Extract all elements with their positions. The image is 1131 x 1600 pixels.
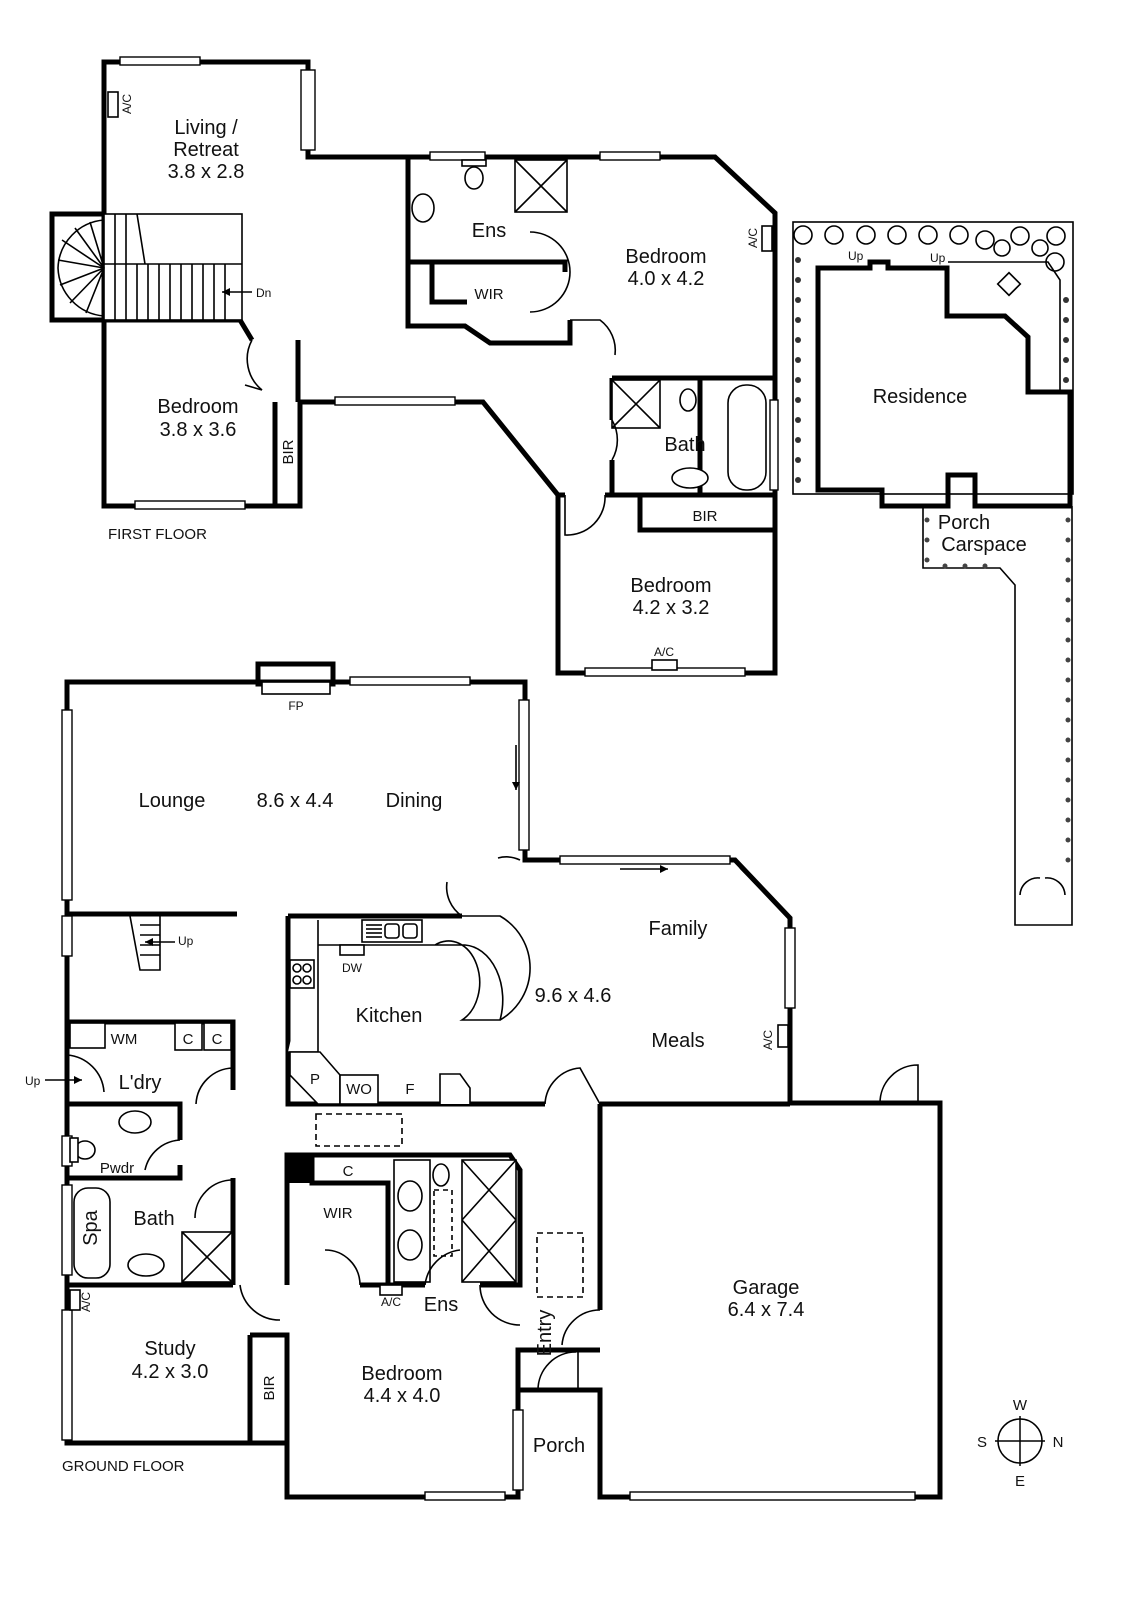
lounge-label: Lounge	[139, 790, 206, 812]
living-label-line2: Retreat	[173, 139, 239, 161]
bedroom2-dimensions: 3.8 x 3.6	[160, 419, 237, 441]
ground-ensuite-label: Ens	[424, 1294, 458, 1316]
spiral-stair-bay	[49, 211, 104, 323]
ground-floor-inner-walls	[67, 911, 790, 1497]
fireplace-label: FP	[288, 699, 303, 713]
bedroom2-label: Bedroom	[157, 396, 238, 418]
ground-porch-label: Porch	[533, 1435, 585, 1457]
residence-outline	[815, 259, 1073, 509]
ac-label-study: A/C	[79, 1292, 93, 1312]
entry-label: Entry	[534, 1310, 556, 1357]
garage-label: Garage	[733, 1277, 800, 1299]
ground-bath-label: Bath	[133, 1208, 174, 1230]
site-up-label-2: Up	[930, 251, 946, 265]
powder-room-label: Pwdr	[100, 1160, 134, 1177]
ground-floor: Lounge 8.6 x 4.4 Dining FP Family 9.6 x …	[25, 661, 943, 1501]
skylight-entry	[536, 1232, 584, 1298]
ac-unit-meals	[777, 1024, 789, 1048]
bathroom-fixtures	[69, 1110, 281, 1321]
driveway-dots	[924, 517, 1071, 863]
driveway-gate	[1019, 877, 1066, 896]
garage-dimensions: 6.4 x 7.4	[728, 1299, 805, 1321]
first-floor-windows	[119, 56, 779, 677]
first-floor-caption: FIRST FLOOR	[108, 526, 207, 543]
dining-label: Dining	[386, 790, 443, 812]
pantry-label: P	[310, 1071, 320, 1088]
laundry-label: L'dry	[119, 1072, 162, 1094]
wir-corner-block	[287, 1155, 312, 1183]
compass-north: N	[1053, 1434, 1064, 1451]
ac-unit-ens	[379, 1284, 403, 1296]
family-meals-dimensions: 9.6 x 4.6	[535, 985, 612, 1007]
skylight-ens	[433, 1189, 453, 1257]
wall-oven-label: WO	[346, 1081, 372, 1098]
compass-icon: W E S N	[977, 1397, 1063, 1490]
site-plan: Residence Porch Carspace Up Up	[792, 221, 1074, 926]
ac-unit-bed3	[651, 659, 678, 671]
ac-unit-living	[107, 91, 119, 118]
carspace-driveway	[922, 506, 1073, 926]
family-label: Family	[649, 918, 708, 940]
kitchen-fixtures	[288, 919, 504, 1105]
dishwasher-label: DW	[342, 961, 363, 975]
site-porch-label: Porch	[938, 512, 990, 534]
ground-floor-doors	[445, 856, 919, 1391]
garden-trees	[793, 225, 1066, 272]
kitchen-label: Kitchen	[356, 1005, 423, 1027]
lounge-dining-dimensions: 8.6 x 4.4	[257, 790, 334, 812]
ac-unit-main-bed	[761, 225, 773, 252]
study-dimensions: 4.2 x 3.0	[132, 1361, 209, 1383]
built-in-robe-label: BIR	[280, 439, 297, 464]
bathroom-label: Bath	[664, 434, 705, 456]
laundry-up-label: Up	[25, 1074, 41, 1088]
ground-bedroom-dimensions: 4.4 x 4.0	[364, 1385, 441, 1407]
ac-label-meals: A/C	[761, 1030, 775, 1050]
ac-label-living: A/C	[120, 94, 134, 114]
washing-machine-label: WM	[111, 1031, 138, 1048]
living-dimensions: 3.8 x 2.8	[168, 161, 245, 183]
fridge-label: F	[405, 1081, 414, 1098]
ground-wir-label: WIR	[323, 1205, 352, 1222]
ground-floor-windows	[61, 676, 916, 1501]
garden-feature-icon	[996, 271, 1022, 297]
ensuite-fixtures	[324, 1159, 521, 1326]
residence-label: Residence	[873, 386, 968, 408]
ac-label-bed3: A/C	[654, 645, 674, 659]
main-bedroom-dimensions: 4.0 x 4.2	[628, 268, 705, 290]
compass-west: W	[1013, 1397, 1028, 1414]
living-label-line1: Living /	[174, 117, 238, 139]
ground-bedroom-label: Bedroom	[361, 1363, 442, 1385]
spa-label: Spa	[80, 1209, 102, 1245]
main-bedroom-label: Bedroom	[625, 246, 706, 268]
first-floor-doors	[244, 231, 619, 536]
ac-label-ens: A/C	[381, 1295, 401, 1309]
bedroom3-label: Bedroom	[630, 575, 711, 597]
ac-label-main-bed: A/C	[746, 228, 760, 248]
study-bir-label: BIR	[261, 1375, 278, 1400]
ensuite-label: Ens	[472, 220, 506, 242]
walk-in-robe-label: WIR	[474, 286, 503, 303]
wir-cupboard-label: C	[343, 1163, 354, 1180]
first-floor-fixtures	[411, 159, 767, 491]
first-floor-stairs	[57, 213, 252, 321]
study-label: Study	[144, 1338, 195, 1360]
skylight-hall	[315, 1113, 403, 1147]
cupboard-label-1: C	[183, 1031, 194, 1048]
compass-east: E	[1015, 1473, 1025, 1490]
meals-label: Meals	[651, 1030, 704, 1052]
carspace-label: Carspace	[941, 534, 1027, 556]
hedge-dots	[795, 257, 1069, 483]
compass-south: S	[977, 1434, 987, 1451]
ac-unit-study	[69, 1289, 81, 1311]
site-up-label-1: Up	[848, 249, 864, 263]
built-in-robe-bed3-label: BIR	[692, 508, 717, 525]
stair-down-label: Dn	[256, 286, 271, 300]
bedroom3-dimensions: 4.2 x 3.2	[633, 597, 710, 619]
first-floor: Living / Retreat 3.8 x 2.8 Ens WIR Bedro…	[49, 56, 779, 677]
stair-up-label: Up	[178, 934, 194, 948]
laundry-fixtures	[45, 1022, 234, 1105]
ground-floor-caption: GROUND FLOOR	[62, 1458, 185, 1475]
cupboard-label-2: C	[212, 1031, 223, 1048]
